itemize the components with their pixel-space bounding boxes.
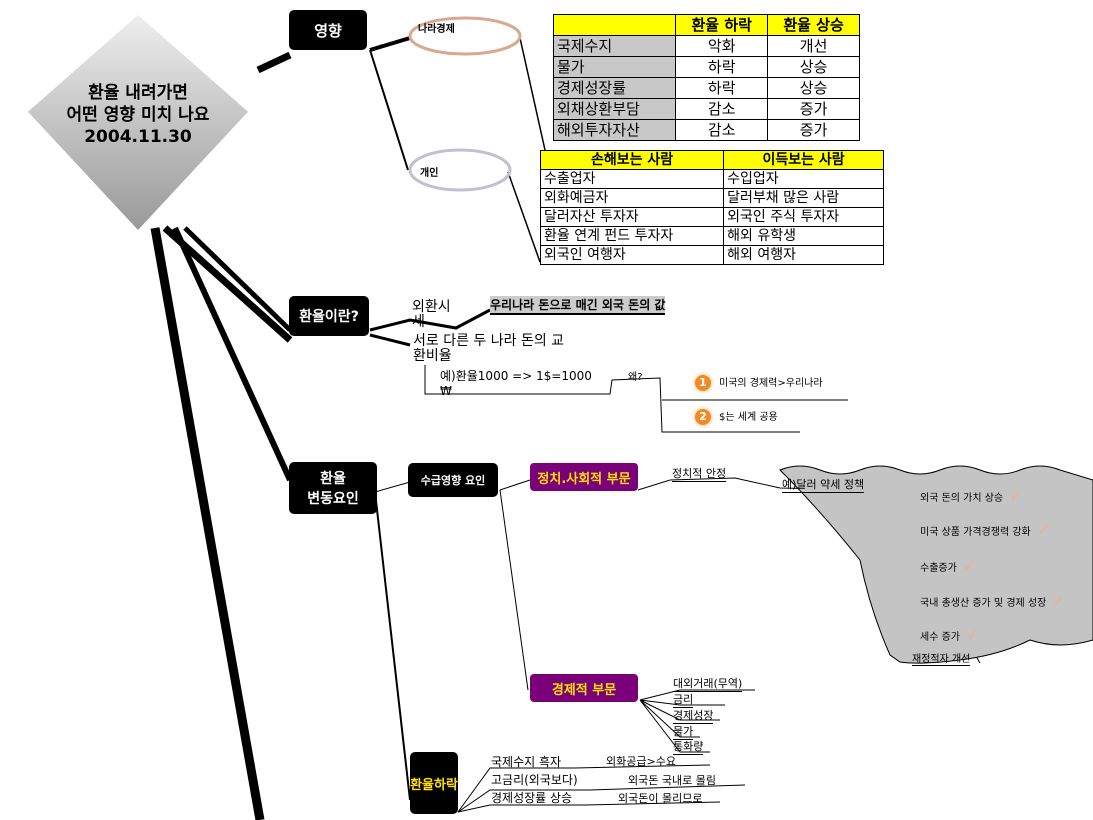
fall-result: 외화공급>수요: [606, 755, 676, 768]
node-supply-demand[interactable]: 수급영향 요인: [408, 463, 498, 497]
node-influence[interactable]: 영향: [289, 10, 367, 50]
node-individual[interactable]: 개인: [420, 168, 439, 179]
title-line-1: 환율 내려가면: [88, 83, 188, 103]
fall-cause: 국제수지 흑자: [491, 755, 562, 769]
fall-cause: 고금리(외국보다): [491, 773, 578, 787]
definition-meaning: 우리나라 돈으로 매긴 외국 돈의 값: [490, 296, 666, 315]
effect-item: 미국 상품 가격경쟁력 강화✓: [920, 520, 1051, 539]
effect-item: 수출증가✓: [920, 556, 977, 575]
economic-item: 금리: [673, 693, 694, 708]
title-date: 2004.11.30: [84, 127, 192, 147]
dollar-weak-policy: 예)달러 약세 정책: [782, 478, 865, 493]
effect-item: 재정적자 개선: [912, 650, 971, 666]
definition-example: 예)환율1000 => 1$=1000 ₩: [440, 369, 592, 398]
node-fall[interactable]: 환율하락: [410, 752, 458, 814]
node-political[interactable]: 정치.사회적 부문: [530, 463, 638, 491]
node-nation-economy[interactable]: 나라경제: [418, 24, 455, 35]
title-text: 환율 내려가면 어떤 영향 미치 나요 2004.11.30: [28, 82, 248, 148]
economic-item: 통화량: [673, 740, 704, 755]
definition-ratio: 서로 다른 두 나라 돈의 교환비율: [413, 333, 565, 364]
effect-item: 세수 증가✓: [920, 625, 980, 644]
political-stability: 정치적 안정: [672, 467, 727, 482]
node-economic[interactable]: 경제적 부문: [530, 674, 638, 702]
reason-2: 2$는 세계 공용: [695, 408, 778, 425]
economic-item: 대외거래(무역): [673, 677, 743, 692]
title-line-2: 어떤 영향 미치 나요: [66, 105, 210, 125]
why-label: 왜?: [628, 372, 643, 383]
fall-result: 외국돈이 몰리므로: [618, 792, 703, 805]
forex-market-label: 외환시세: [412, 299, 451, 330]
effect-item: 국내 총생산 증가 및 경제 성장✓: [920, 591, 1066, 610]
node-fluctuation[interactable]: 환율 변동요인: [289, 462, 377, 514]
effect-item: 외국 돈의 가치 상승✓: [920, 486, 1023, 505]
fall-result: 외국돈 국내로 몰림: [628, 774, 716, 787]
economic-item: 물가: [673, 725, 694, 740]
fall-cause: 경제성장률 상승: [491, 791, 573, 805]
economic-item: 경제성장: [673, 709, 714, 724]
node-what-is[interactable]: 환율이란?: [289, 296, 369, 336]
